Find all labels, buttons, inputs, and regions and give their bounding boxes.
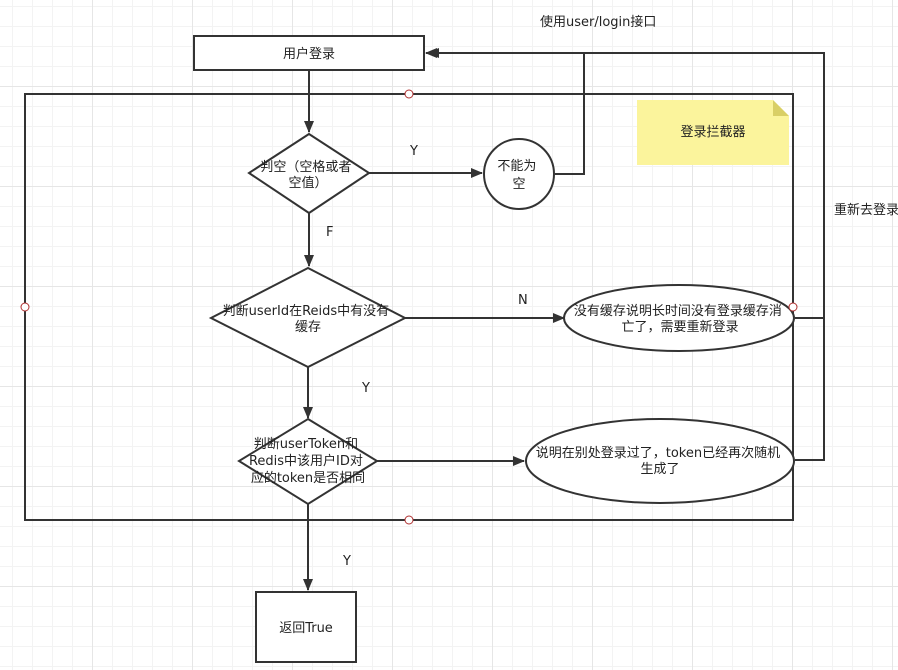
label-redis-no: N (518, 293, 528, 308)
node-check-redis: 判断userId在Reids中有没有 缓存 (208, 266, 408, 369)
node-user-login: 用户登录 (193, 35, 425, 71)
label-relogin: 重新去登录 (834, 202, 898, 218)
label-use-login-api: 使用user/login接口 (540, 14, 656, 30)
label-token-yes: Y (342, 554, 351, 569)
container-handle-top[interactable] (404, 89, 414, 99)
container-handle-left[interactable] (20, 302, 30, 312)
node-check-token: 判断userToken和 Redis中该用户ID对 应的token是否相同 (237, 417, 379, 506)
node-return-true-label: 返回True (279, 621, 333, 636)
node-check-empty: 判空（空格或者 空值） (247, 132, 371, 215)
node-no-cache-label: 没有缓存说明长时间没有登录缓存消 亡了，需要重新登录 (574, 304, 786, 335)
label-empty-no: F (326, 225, 333, 240)
node-logged-elsewhere: 说明在别处登录过了，token已经再次随机 生成了 (525, 418, 795, 504)
edge-nocache-to-login (427, 48, 825, 319)
node-check-token-label: 判断userToken和 Redis中该用户ID对 应的token是否相同 (249, 437, 367, 486)
container-handle-bottom[interactable] (404, 515, 414, 525)
edge-elsewhere-to-login (795, 318, 825, 461)
container-handle-right[interactable] (788, 302, 798, 312)
note-label: 登录拦截器 (680, 125, 745, 140)
label-empty-yes: Y (409, 144, 418, 159)
node-check-empty-label: 判空（空格或者 空值） (260, 159, 355, 191)
note-sticky: 登录拦截器 (637, 100, 789, 165)
node-user-login-label: 用户登录 (283, 46, 335, 62)
node-return-true: 返回True (255, 591, 357, 663)
node-cannot-be-empty: 不能为 空 (483, 138, 555, 210)
label-redis-yes: Y (361, 381, 370, 396)
node-check-redis-label: 判断userId在Reids中有没有 缓存 (223, 304, 394, 335)
node-no-cache: 没有缓存说明长时间没有登录缓存消 亡了，需要重新登录 (563, 284, 795, 352)
node-logged-elsewhere-label: 说明在别处登录过了，token已经再次随机 生成了 (536, 445, 785, 477)
node-cannot-be-empty-label: 不能为 空 (497, 159, 540, 192)
